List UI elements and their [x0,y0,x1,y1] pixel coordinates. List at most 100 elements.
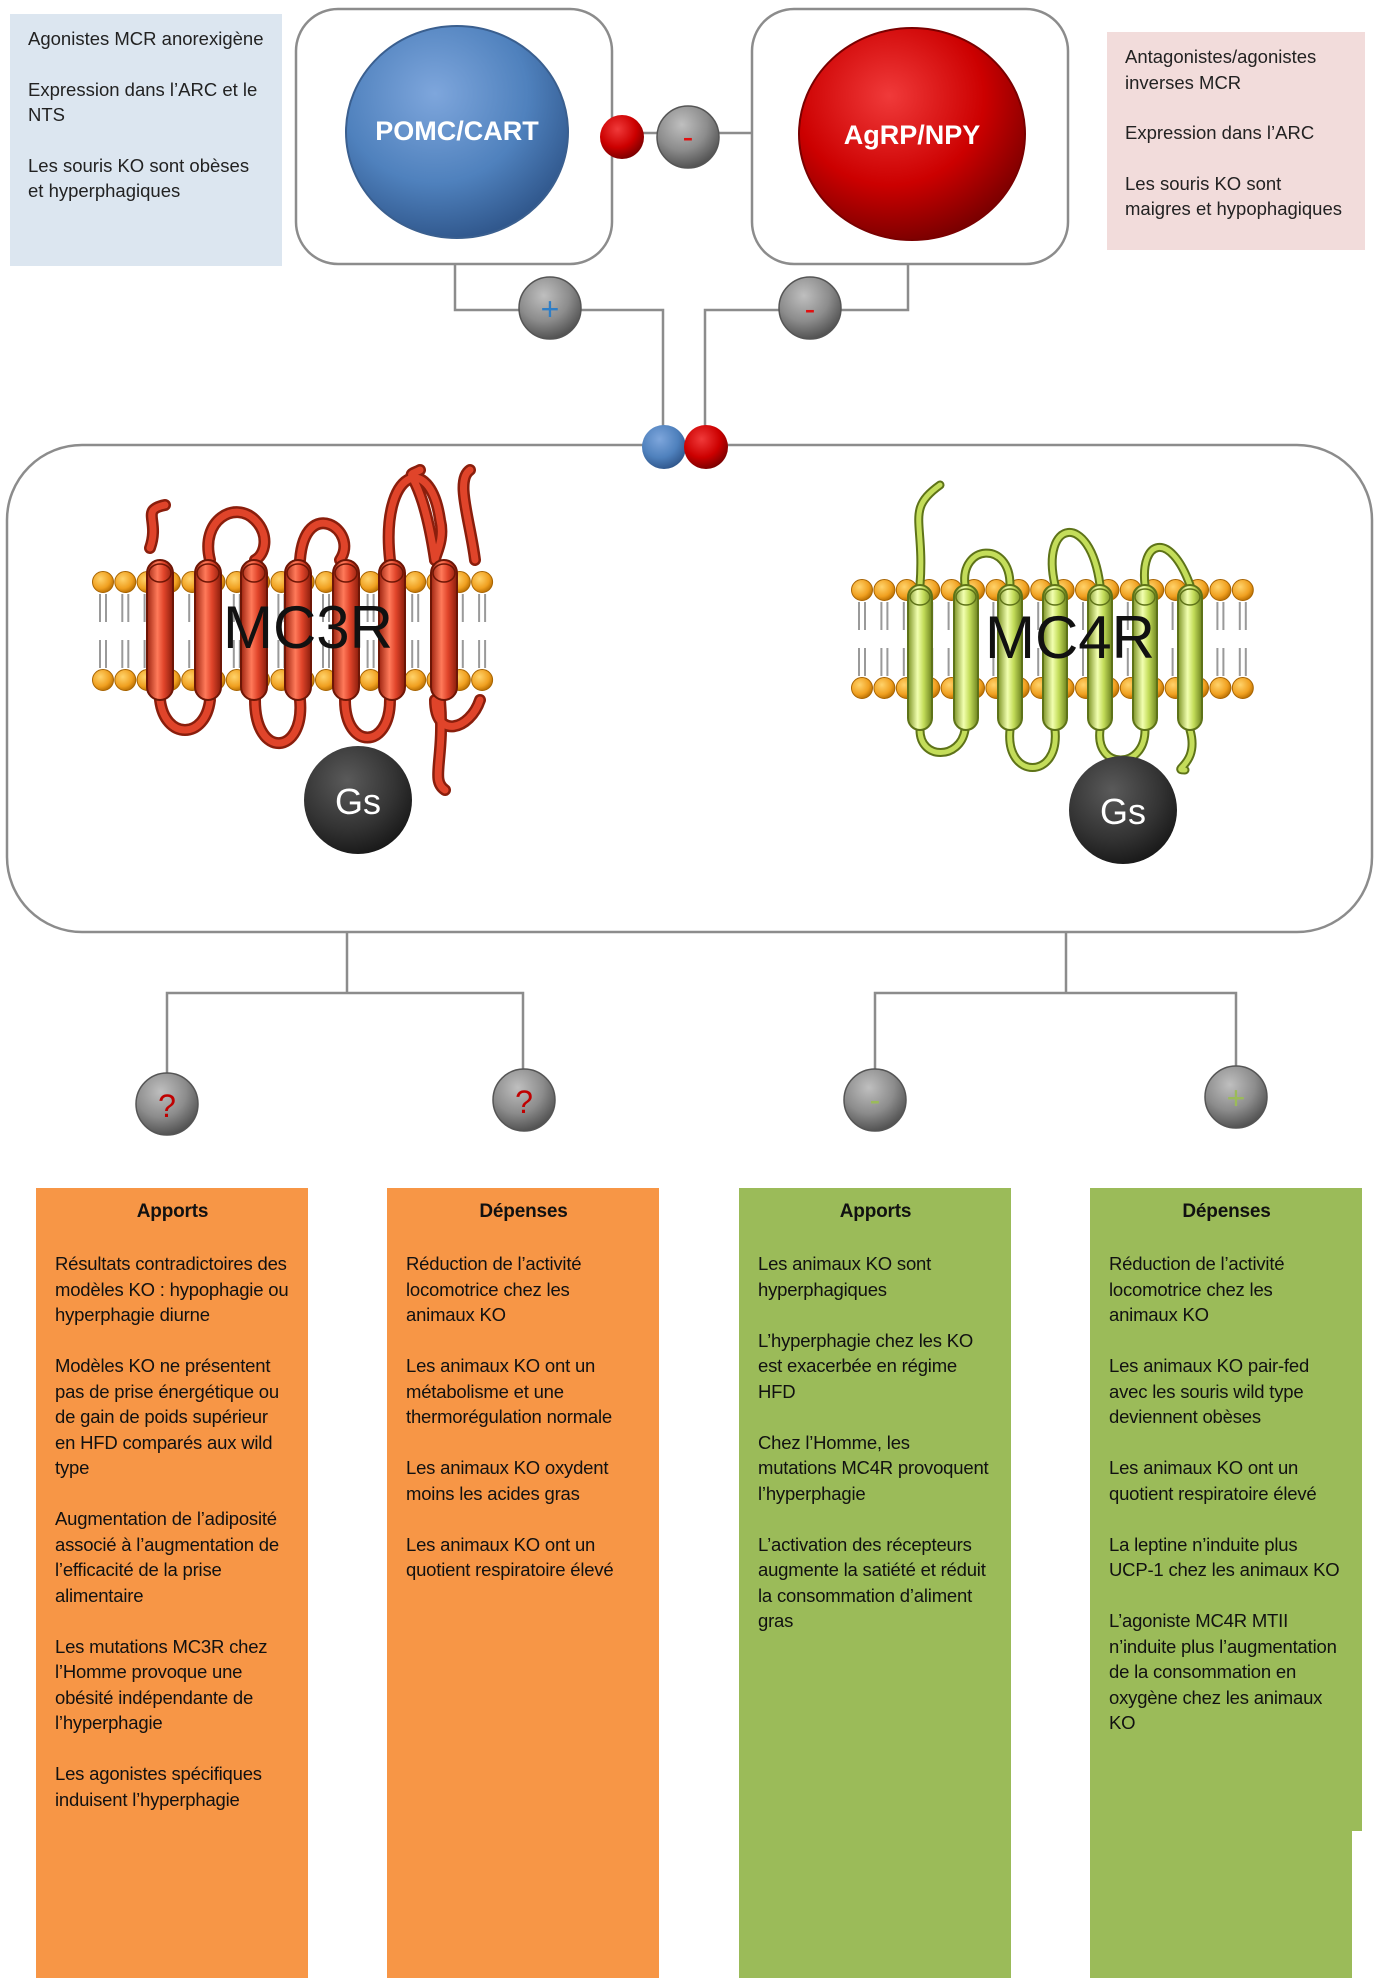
lipid-tail [880,602,889,630]
lipid-tail [1238,648,1247,676]
lipid-tail [858,648,866,676]
column-title: Apports [839,1201,912,1222]
pomc-note-line: Les souris KO sont obèses et hyperphagiq… [28,154,250,202]
lipid-head [1209,579,1232,601]
helix-cap [148,563,172,583]
agrp-ligand-ball [600,115,644,159]
lipid-head [114,571,137,593]
column-item: L’agoniste MC4R MTII n’induite plus l’au… [1109,1610,1337,1733]
column-item: Les animaux KO oxydent moins les acides … [406,1457,609,1504]
lipid-head [359,669,382,691]
transmembrane-helix [1177,584,1203,731]
helix-cap [380,563,404,583]
inhibit-sign: - [683,119,694,155]
helix-cap [286,563,310,583]
agrp-note-line: Les souris KO sont maigres et hypophagiq… [1125,172,1343,220]
lipid-head [851,579,873,601]
lipid-tail [1216,602,1225,630]
lipid-tail [366,640,375,668]
column-title: Apports [136,1201,209,1222]
column-item: La leptine n’induite plus UCP-1 chez les… [1109,1533,1340,1581]
transmembrane-helix [146,559,174,701]
transmembrane-helix [1132,584,1158,731]
helix-cap [432,563,456,583]
lipid-head [114,669,137,691]
bottom-connectors [165,932,1238,1073]
helix-cap [1134,588,1156,606]
mc3r-gs-label: Gs [335,781,381,822]
lipid-tail [411,594,420,622]
lipid-tail [858,602,866,630]
transmembrane-helix [332,559,360,701]
agrp-note-line: Expression dans l’ARC [1125,122,1315,143]
lipid-head [1209,677,1232,699]
mc3r-expense-column-lower [387,1652,659,1978]
lipid-head [471,571,494,593]
mc3r-expense-node [492,1068,556,1132]
helix-cap [1044,588,1066,606]
mc4r-expense-sign: + [1227,1080,1246,1116]
lipid-head [1231,677,1254,699]
mc4r-expense-node [1204,1065,1268,1129]
inhibit-node [656,105,720,169]
lipid-tail [478,640,487,668]
column-item: Réduction de l’activité locomotrice chez… [406,1253,582,1325]
mc4r-gs-label: Gs [1100,791,1146,832]
lipid-tail [880,648,889,676]
column-item: L’hyperphagie chez les KO est exacerbée … [758,1329,974,1402]
lipid-head [404,571,427,593]
transmembrane-helix [1087,584,1113,731]
helix-cap [909,588,931,606]
mc4r-intake-sign: - [870,1082,881,1118]
mc3r-expense-column: Dépenses Réduction de l’activité locomot… [387,1188,659,1652]
lipid-tail [121,640,130,668]
lipid-head [359,571,382,593]
column-item: Les agonistes spécifiques induisent l’hy… [55,1763,262,1810]
lipid-head [873,677,896,699]
column-item: Les animaux KO ont un quotient respirato… [406,1533,614,1581]
mc3r-intake-column: Apports Résultats contradictoires des mo… [36,1188,308,1978]
lipid-head [873,579,896,601]
transmembrane-helix [284,559,312,701]
agrp-note-line: Antagonistes/agonistes inverses MCR [1125,46,1317,93]
pomc-label: POMC/CART [375,116,539,146]
transmembrane-helix [194,559,222,701]
lipid-tail [322,640,330,668]
lipid-tail [99,594,107,622]
mc3r-receptor: MC3R Gs [92,464,494,854]
column-item: Modèles KO ne présentent pas de prise én… [55,1355,279,1478]
helix-cap [999,588,1021,606]
lipid-tail [322,594,330,622]
pomc-effect-sign: + [541,291,560,327]
column-item: Résultats contradictoires des modèles KO… [55,1253,289,1325]
mc3r-gs-protein [304,746,412,854]
agrp-info-note: Antagonistes/agonistes inverses MCR Expr… [1107,32,1365,250]
agrp-effect-node [778,276,842,340]
pomc-neuron [345,25,569,239]
column-item: Augmentation de l’adiposité associé à l’… [55,1508,279,1606]
pomc-effect-node [518,276,582,340]
mc4r-label: MC4R [985,604,1155,671]
transmembrane-helix [378,559,406,701]
mc3r-intake-node [135,1072,199,1136]
helix-cap [1089,588,1111,606]
helix-cap [334,563,358,583]
column-item: Les animaux KO pair-fed avec les souris … [1109,1355,1310,1427]
helix-cap [1179,588,1201,606]
column-item: Les animaux KO ont un métabolisme et une… [406,1355,613,1427]
transmembrane-helix [430,559,458,701]
lipid-head [404,669,427,691]
mc4r-receptor: MC4R Gs [851,480,1254,864]
lipid-tail [121,594,130,622]
pomc-note-line: Expression dans l’ARC et le NTS [28,78,258,126]
helix-cap [196,563,220,583]
mc4r-intake-node [843,1068,907,1132]
lipid-head [92,669,114,691]
lipid-tail [411,640,420,668]
transmembrane-helix [240,559,268,701]
mc4r-helices [907,584,1203,731]
column-title: Dépenses [1182,1201,1271,1222]
lipid-head [92,571,114,593]
pomc-note-line: Agonistes MCR anorexigène [28,28,264,49]
